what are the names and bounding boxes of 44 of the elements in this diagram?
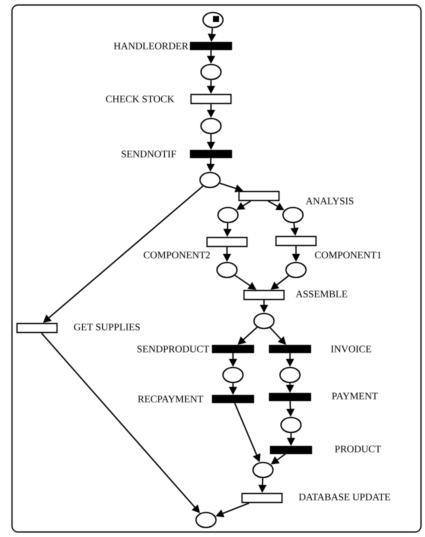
place-circle — [279, 366, 301, 384]
place-circle — [195, 512, 217, 528]
transition: SENDNOTIF — [122, 150, 232, 158]
arrow — [238, 326, 258, 345]
transition: RECPAYMENT — [138, 394, 254, 404]
place-circle — [253, 312, 275, 330]
node-label: PAYMENT — [332, 392, 378, 400]
node-label: DATABASE UPDATE — [298, 494, 390, 500]
transition: COMPONENT1 — [275, 236, 382, 258]
node-label: HANDLEORDER — [114, 42, 188, 50]
node-label: ANALYSIS — [306, 198, 354, 204]
transition: CHECK STOCK — [106, 94, 232, 104]
place-circle — [222, 366, 244, 384]
transition: ANALYSIS — [238, 190, 354, 204]
node-label: GET SUPPLIES — [74, 324, 140, 330]
transition: COMPONENT2 — [144, 236, 248, 258]
node-label: SENDPRODUCT — [138, 346, 210, 352]
node-label: PRODUCT — [334, 446, 381, 452]
place-circle — [280, 416, 302, 434]
place-circle — [252, 462, 274, 478]
place-circle — [217, 206, 239, 224]
transition: SENDPRODUCT — [138, 344, 254, 354]
node-label: COMPONENT2 — [144, 252, 210, 258]
place-circle — [200, 64, 222, 80]
arrow — [43, 186, 204, 323]
transition: GET SUPPLIES — [16, 322, 140, 334]
node-label: SENDNOTIF — [122, 150, 176, 158]
place-circle — [199, 172, 221, 188]
place-circle — [285, 262, 307, 278]
place-circle — [202, 12, 224, 28]
transition: PRODUCT — [270, 446, 381, 454]
node-label: ASSEMBLE — [296, 290, 348, 298]
node-label: COMPONENT1 — [315, 252, 382, 258]
transition: INVOICE — [268, 344, 372, 354]
node-label: RECPAYMENT — [138, 396, 204, 402]
place-circle — [216, 262, 238, 278]
transition: HANDLEORDER — [114, 42, 232, 50]
transition: PAYMENT — [268, 392, 378, 402]
place-circle — [200, 118, 222, 134]
place-circle — [282, 206, 304, 224]
node-label: CHECK STOCK — [106, 96, 174, 102]
transition: DATABASE UPDATE — [241, 492, 390, 504]
transition: ASSEMBLE — [243, 290, 348, 300]
node-label: INVOICE — [331, 346, 372, 352]
